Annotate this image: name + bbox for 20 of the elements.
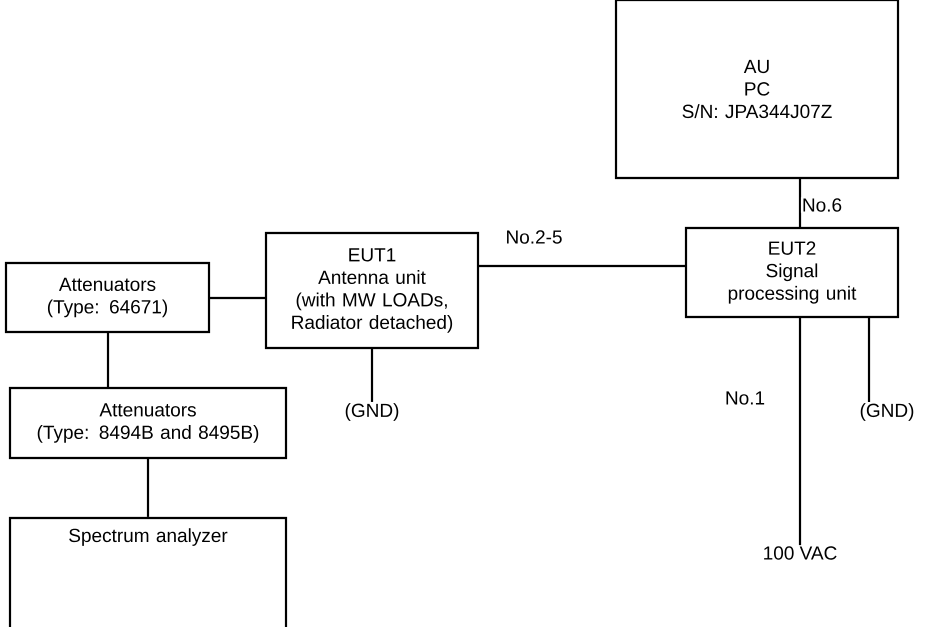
terminal-label: 100 VAC	[764, 546, 837, 560]
edge-label: No.1	[724, 390, 766, 406]
edge-label: No.6	[800, 197, 844, 213]
connector-line	[798, 317, 802, 546]
box: Spectrum analyzer	[8, 516, 288, 627]
box: EUT1 Antenna unit (with MW LOADs, Radiator detached)	[264, 232, 480, 350]
connector-line	[478, 264, 686, 268]
box: Attenuators (Type: 8494B and 8495B)	[8, 386, 288, 460]
connector-line	[146, 458, 150, 517]
terminal-label: (GND)	[860, 403, 914, 421]
connector-line	[106, 332, 110, 388]
box: AU PC S/N: JPA344J07Z	[614, 0, 900, 180]
connector-line	[209, 296, 266, 300]
box: Attenuators (Type: 64671)	[4, 262, 210, 334]
connector-line	[798, 178, 802, 228]
edge-label: No.2-5	[504, 229, 564, 245]
connector-line	[370, 348, 374, 402]
terminal-label: (GND)	[346, 403, 398, 421]
connector-line	[868, 317, 870, 402]
box: EUT2 Signal processing unit	[684, 226, 900, 318]
